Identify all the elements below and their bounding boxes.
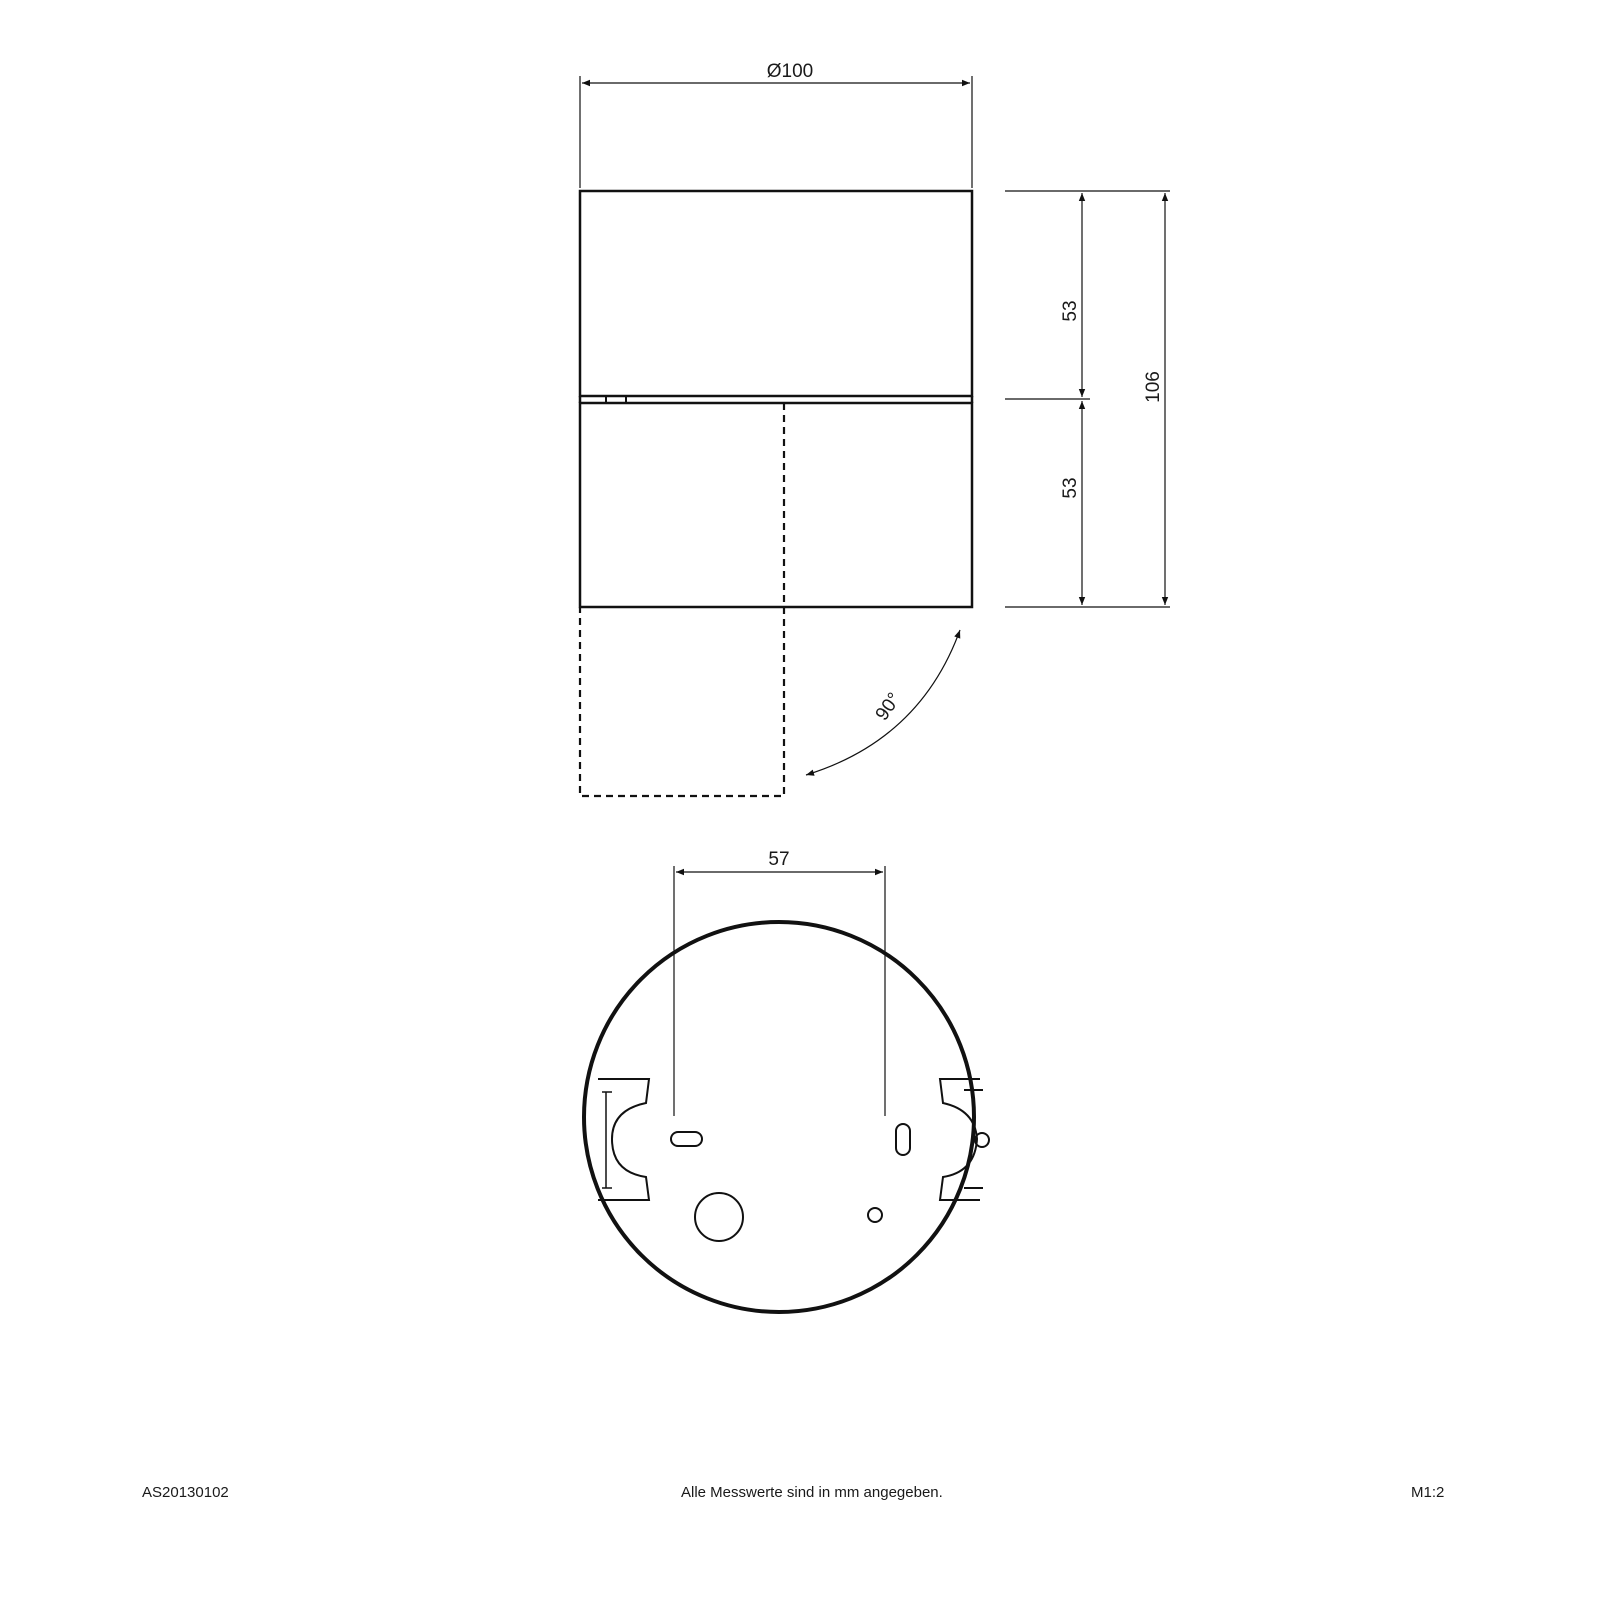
side-view	[578, 189, 974, 798]
angle-label: 90°	[872, 689, 906, 725]
base-plate	[582, 920, 976, 1314]
cable-entry-hole	[694, 1192, 744, 1242]
lower-housing	[578, 401, 974, 609]
bottom-view	[582, 920, 990, 1314]
drawing-number: AS20130102	[142, 1484, 229, 1501]
dimension-lines	[579, 76, 1170, 1116]
screw	[974, 1132, 990, 1148]
mounting-slot-right	[895, 1123, 911, 1156]
right-bracket	[938, 1078, 980, 1201]
mounting-slot-left	[670, 1131, 703, 1147]
total-height-label: 106	[1143, 371, 1164, 403]
scale-label: M1:2	[1411, 1484, 1445, 1501]
diameter-label: Ø100	[767, 61, 813, 82]
lower-height-label: 53	[1060, 477, 1081, 498]
upper-height-label: 53	[1060, 300, 1081, 321]
upper-housing	[578, 189, 974, 398]
units-note: Alle Messwerte sind in mm angegeben.	[681, 1484, 943, 1501]
hole-spacing-label: 57	[768, 849, 789, 870]
rotated-position-outline	[578, 403, 786, 798]
small-hole	[867, 1207, 883, 1223]
left-bracket	[598, 1078, 651, 1201]
